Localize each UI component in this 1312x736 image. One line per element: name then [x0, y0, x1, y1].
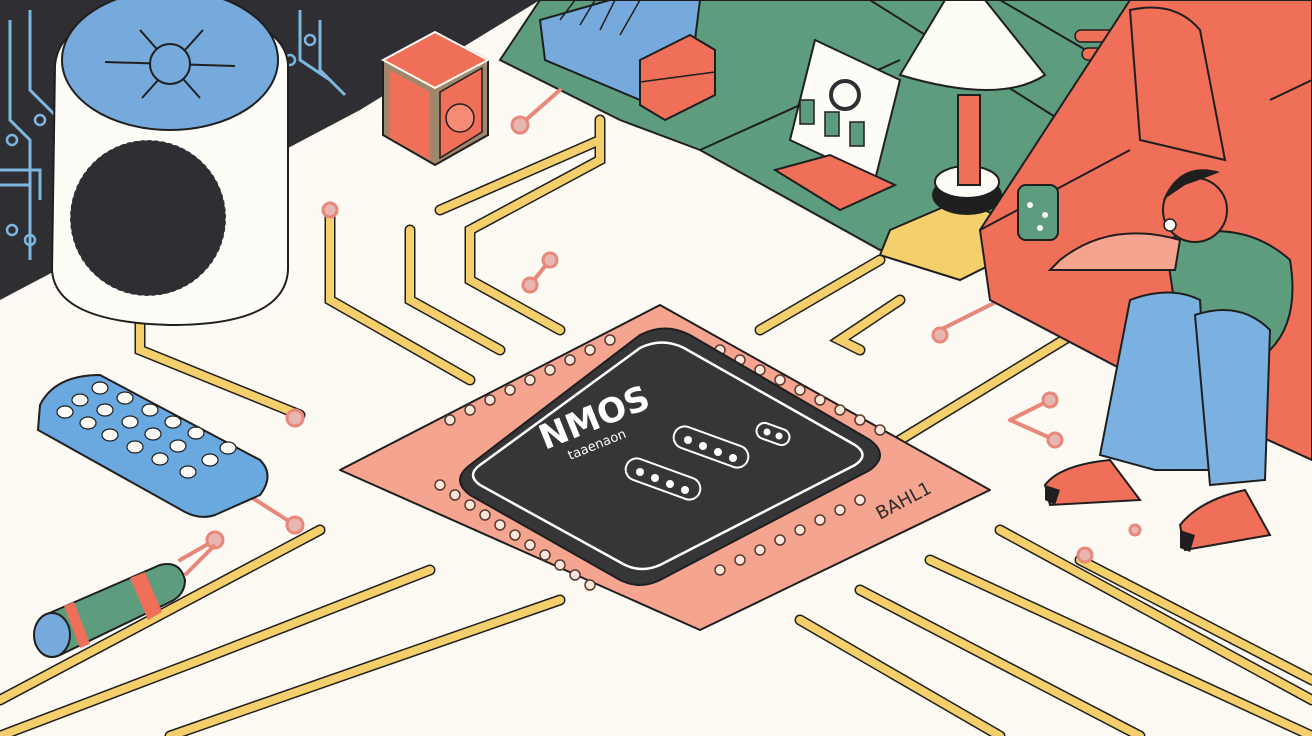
red-speaker-box — [380, 30, 491, 167]
resistor — [33, 543, 217, 658]
circuit-traces — [0, 88, 1312, 736]
smart-speaker — [50, 0, 289, 327]
nmos-chip: NMOS taaenaon — [459, 327, 881, 586]
picture-frame — [772, 38, 902, 212]
blue-connector — [538, 0, 716, 122]
remote-control — [36, 373, 269, 518]
chip-pins — [434, 334, 886, 591]
person-on-sofa — [1017, 169, 1294, 552]
